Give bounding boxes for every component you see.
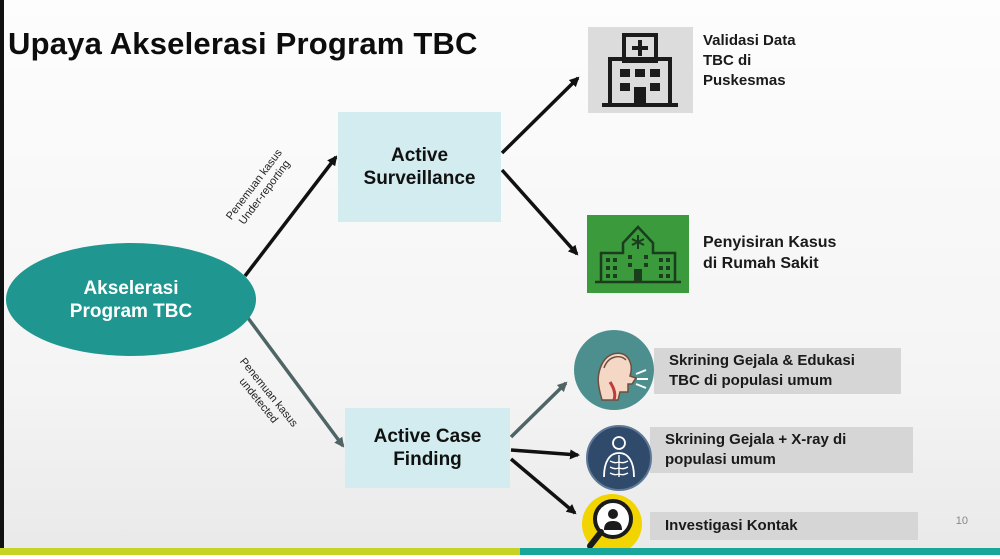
clinic-building-icon: [588, 27, 693, 113]
investigasi-line1: Investigasi Kontak: [665, 517, 798, 534]
hospital-building-icon: [587, 215, 689, 293]
arrow-to-case-finding: [246, 316, 345, 448]
validasi-text: Validasi Data TBC di Puskesmas: [703, 31, 796, 91]
center-node-line2: Program TBC: [69, 300, 193, 322]
penyisiran-line2: di Rumah Sakit: [703, 255, 819, 272]
investigasi-bar: Investigasi Kontak: [650, 512, 918, 540]
frame-edge: [0, 0, 4, 555]
page-number: 10: [955, 515, 968, 527]
skrining-gejala-line2: TBC di populasi umum: [669, 372, 833, 389]
skrining-xray-bar: Skrining Gejala + X-ray di populasi umum: [650, 427, 913, 473]
arrow-to-validasi: [500, 76, 580, 155]
case-finding-line2: Finding: [393, 449, 462, 470]
arrow-to-investigasi: [509, 457, 577, 515]
center-node-line1: Akselerasi: [83, 277, 179, 299]
skrining-gejala-line1: Skrining Gejala & Edukasi: [669, 352, 855, 369]
surveillance-line2: Surveillance: [363, 168, 476, 189]
case-finding-line1: Active Case: [373, 426, 482, 447]
arrow-to-penyisiran: [500, 168, 579, 256]
skrining-xray-line1: Skrining Gejala + X-ray di: [665, 431, 847, 448]
validasi-line2: TBC di: [703, 52, 752, 69]
bottom-accent-strip: [0, 548, 1000, 555]
arrow-to-skrining-gejala: [509, 381, 568, 439]
validasi-line3: Puskesmas: [703, 72, 786, 89]
skrining-gejala-bar: Skrining Gejala & Edukasi TBC di populas…: [654, 348, 901, 394]
node-active-case-finding: Active Case Finding: [345, 408, 510, 488]
surveillance-line1: Active: [390, 145, 449, 166]
bottom-strip-right: [520, 548, 1000, 555]
arrow-to-skrining-xray: [510, 448, 580, 460]
skrining-xray-line2: populasi umum: [665, 451, 776, 468]
coughing-person-icon: [574, 330, 654, 410]
slide-title: Upaya Akselerasi Program TBC: [8, 26, 478, 61]
center-node-akselerasi: Akselerasi Program TBC: [6, 243, 256, 356]
validasi-line1: Validasi Data: [703, 32, 796, 49]
node-active-surveillance: Active Surveillance: [338, 112, 501, 222]
penyisiran-text: Penyisiran Kasus di Rumah Sakit: [703, 232, 836, 274]
arrow-to-surveillance: [243, 155, 338, 278]
chest-xray-icon: [586, 425, 652, 491]
penyisiran-line1: Penyisiran Kasus: [703, 234, 837, 251]
magnifier-person-icon: [582, 494, 642, 554]
bottom-strip-left: [0, 548, 520, 555]
